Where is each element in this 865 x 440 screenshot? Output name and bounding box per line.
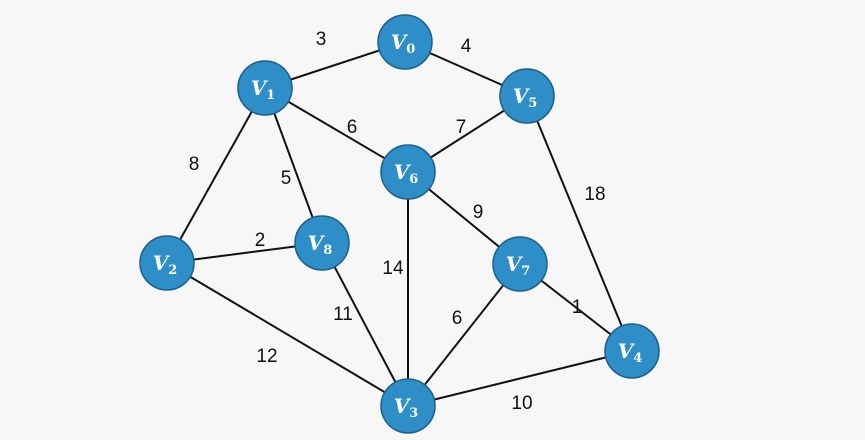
edge-weight-label: 9 <box>473 202 484 223</box>
edge-V3-V4 <box>407 350 633 407</box>
node-label: V3 <box>394 394 419 421</box>
node-v4[interactable]: V4 <box>604 323 660 379</box>
node-v6[interactable]: V6 <box>380 144 436 200</box>
edge-weight-label: 14 <box>382 258 404 279</box>
node-circle <box>377 14 433 70</box>
edge-weight-label: 5 <box>281 168 292 189</box>
edge-V8-V3 <box>321 242 409 407</box>
node-v3[interactable]: V3 <box>380 378 436 434</box>
node-label: V0 <box>391 30 416 57</box>
node-v0[interactable]: V0 <box>377 14 433 70</box>
edge-V5-V4 <box>526 95 633 352</box>
edge-weight-label: 10 <box>511 393 532 414</box>
node-circle <box>380 144 436 200</box>
node-label: V6 <box>394 160 419 187</box>
node-label: V8 <box>308 231 333 258</box>
node-v2[interactable]: V2 <box>139 235 195 291</box>
node-label: V1 <box>251 76 276 103</box>
edge-V2-V3 <box>166 262 409 407</box>
node-v8[interactable]: V8 <box>294 215 350 271</box>
edge-weight-label: 18 <box>584 184 605 205</box>
node-label: V5 <box>513 84 538 111</box>
edge-weight-label: 2 <box>255 230 266 251</box>
edge-V7-V3 <box>407 263 521 407</box>
edge-weight-label: 7 <box>456 117 467 138</box>
node-v5[interactable]: V5 <box>499 68 555 124</box>
edge-weight-label: 11 <box>333 304 353 325</box>
node-label: V4 <box>618 339 643 366</box>
node-v1[interactable]: V1 <box>237 60 293 116</box>
edge-weight-label: 3 <box>316 29 327 50</box>
node-circle <box>492 236 548 292</box>
node-circle <box>139 235 195 291</box>
node-circle <box>294 215 350 271</box>
edge-weight-label: 6 <box>452 308 463 329</box>
node-circle <box>237 60 293 116</box>
node-circle <box>380 378 436 434</box>
edge-V1-V2 <box>166 87 266 264</box>
edge-weight-label: 12 <box>256 346 277 367</box>
node-label: V7 <box>506 252 531 279</box>
node-v7[interactable]: V7 <box>492 236 548 292</box>
edge-weight-label: 4 <box>461 36 472 57</box>
edge-weight-label: 8 <box>189 154 200 175</box>
edge-weight-label: 1 <box>572 297 583 318</box>
edge-weight-label: 6 <box>347 117 358 138</box>
node-circle <box>604 323 660 379</box>
node-circle <box>499 68 555 124</box>
node-label: V2 <box>153 251 178 278</box>
